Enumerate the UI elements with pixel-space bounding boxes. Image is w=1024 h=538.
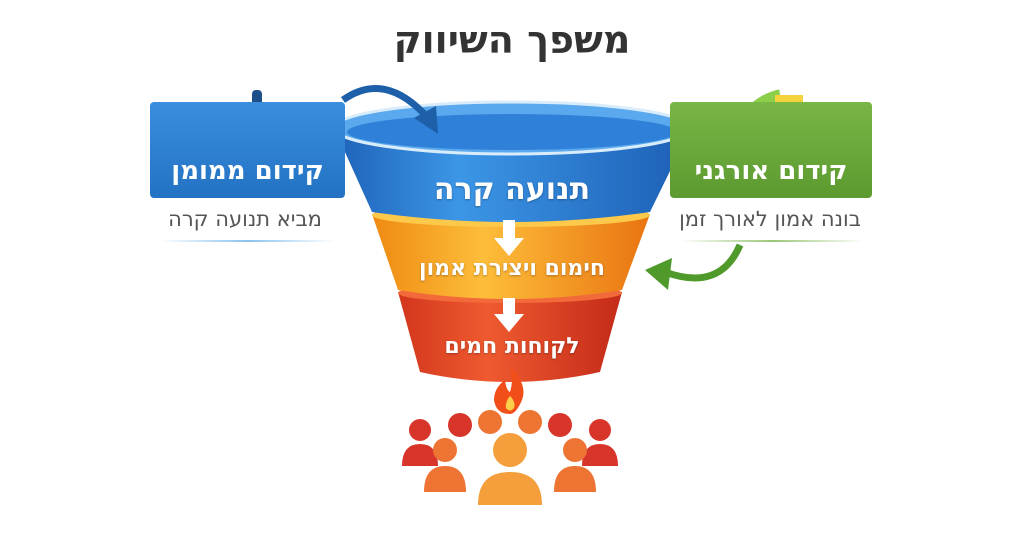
organic-promotion-subtitle: בונה אמון לאורך זמן — [679, 207, 861, 231]
paid-promotion-card: קידום ממומן — [150, 102, 345, 198]
green-curved-arrow-icon — [663, 243, 744, 282]
paid-promotion-label: קידום ממומן — [171, 156, 324, 186]
funnel-stage-label-warming: חימום ויצירת אמון — [419, 256, 605, 281]
divider — [160, 240, 335, 242]
blue-curved-arrow-icon — [340, 84, 431, 121]
funnel-stage-label-cold-traffic: תנועה קרה — [433, 172, 591, 207]
divider — [680, 240, 865, 242]
page-title: משפך השיווק — [393, 18, 631, 62]
fire-icon — [494, 366, 524, 414]
down-arrow-icon — [494, 220, 524, 332]
organic-promotion-card: קידום אורגני — [670, 102, 872, 198]
people-group-icon — [402, 410, 618, 505]
paid-promotion-subtitle: מביא תנועה קרה — [168, 207, 322, 231]
funnel-stage-label-warm-customers: לקוחות חמים — [444, 334, 580, 359]
organic-promotion-label: קידום אורגני — [694, 156, 848, 186]
